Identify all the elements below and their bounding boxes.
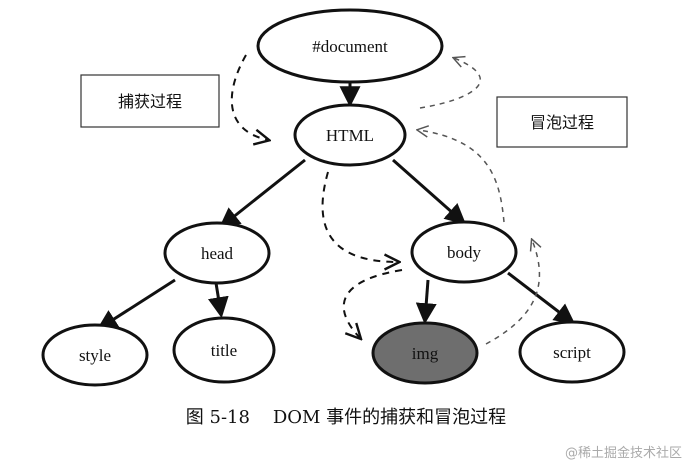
capture-arrow-html-to-body xyxy=(321,171,398,262)
node-style: style xyxy=(41,323,149,387)
node-body: body xyxy=(410,220,518,284)
capture-arrow-document-to-html xyxy=(230,54,268,140)
node-document: #document xyxy=(256,8,444,84)
bubble-arrow-img-to-body xyxy=(485,240,539,345)
node-body-label: body xyxy=(447,243,482,262)
bubble-arrow-body-to-html xyxy=(418,130,505,223)
edge-body-script xyxy=(507,271,576,325)
edge-head-style xyxy=(96,278,176,331)
node-document-label: #document xyxy=(312,37,388,56)
capture-label: 捕获过程 xyxy=(118,92,182,111)
node-html: HTML xyxy=(293,103,407,167)
edge-html-body xyxy=(392,158,467,225)
bubble-label: 冒泡过程 xyxy=(530,113,594,132)
node-html-label: HTML xyxy=(326,126,374,145)
capture-label-box: 捕获过程 xyxy=(80,74,220,128)
edge-head-title xyxy=(207,282,229,319)
node-style-label: style xyxy=(79,346,111,365)
node-title: title xyxy=(172,316,276,384)
node-img: img xyxy=(371,321,479,385)
capture-arrow-body-to-img xyxy=(342,269,403,338)
bubble-label-box: 冒泡过程 xyxy=(496,96,628,148)
figure-caption: 图 5-18 DOM 事件的捕获和冒泡过程 xyxy=(186,407,506,428)
node-script-label: script xyxy=(553,343,591,362)
edge-body-img xyxy=(415,279,437,325)
watermark: @稀土掘金技术社区 xyxy=(565,445,682,461)
node-title-label: title xyxy=(211,341,237,360)
node-img-label: img xyxy=(412,344,439,363)
node-head: head xyxy=(163,221,271,285)
edge-html-head xyxy=(218,158,306,229)
node-head-label: head xyxy=(201,244,234,263)
node-script: script xyxy=(518,320,626,384)
